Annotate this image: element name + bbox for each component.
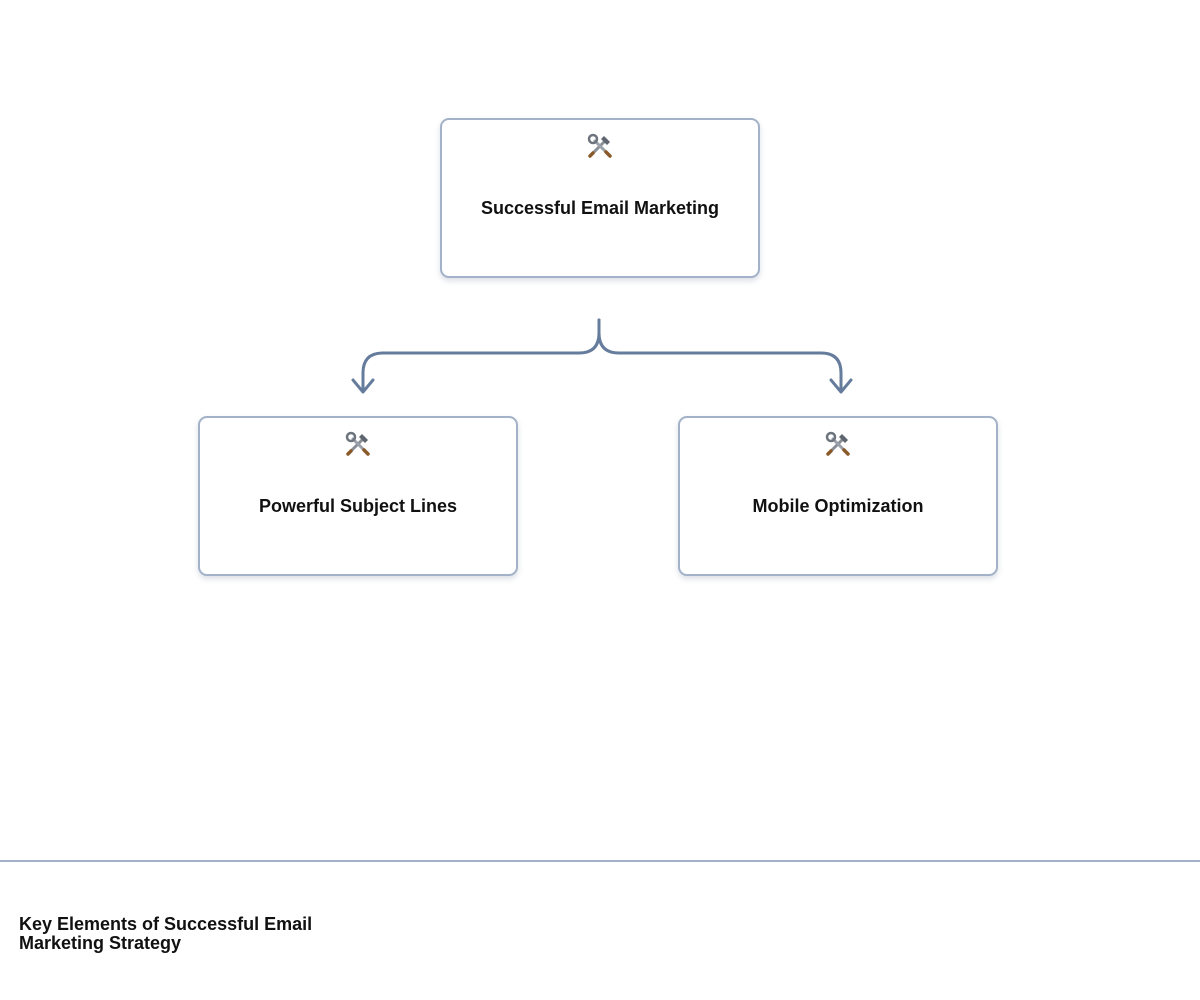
node-label: Powerful Subject Lines — [258, 496, 458, 516]
hammer-and-wrench-icon — [200, 430, 516, 460]
node-mobile-optimization: Mobile Optimization — [678, 416, 998, 576]
hammer-and-wrench-icon — [680, 430, 996, 460]
node-successful-email-marketing: Successful Email Marketing — [440, 118, 760, 278]
connector-root-to-left — [361, 318, 601, 393]
diagram-caption: Key Elements of Successful Email Marketi… — [19, 914, 313, 953]
node-powerful-subject-lines: Powerful Subject Lines — [198, 416, 518, 576]
arrowhead-left — [351, 378, 375, 394]
node-label: Successful Email Marketing — [480, 198, 720, 218]
arrowhead-right — [829, 378, 853, 394]
hammer-and-wrench-icon — [442, 132, 758, 162]
footer-divider — [0, 860, 1200, 862]
connector-root-to-right — [597, 318, 843, 393]
node-label: Mobile Optimization — [752, 496, 924, 516]
